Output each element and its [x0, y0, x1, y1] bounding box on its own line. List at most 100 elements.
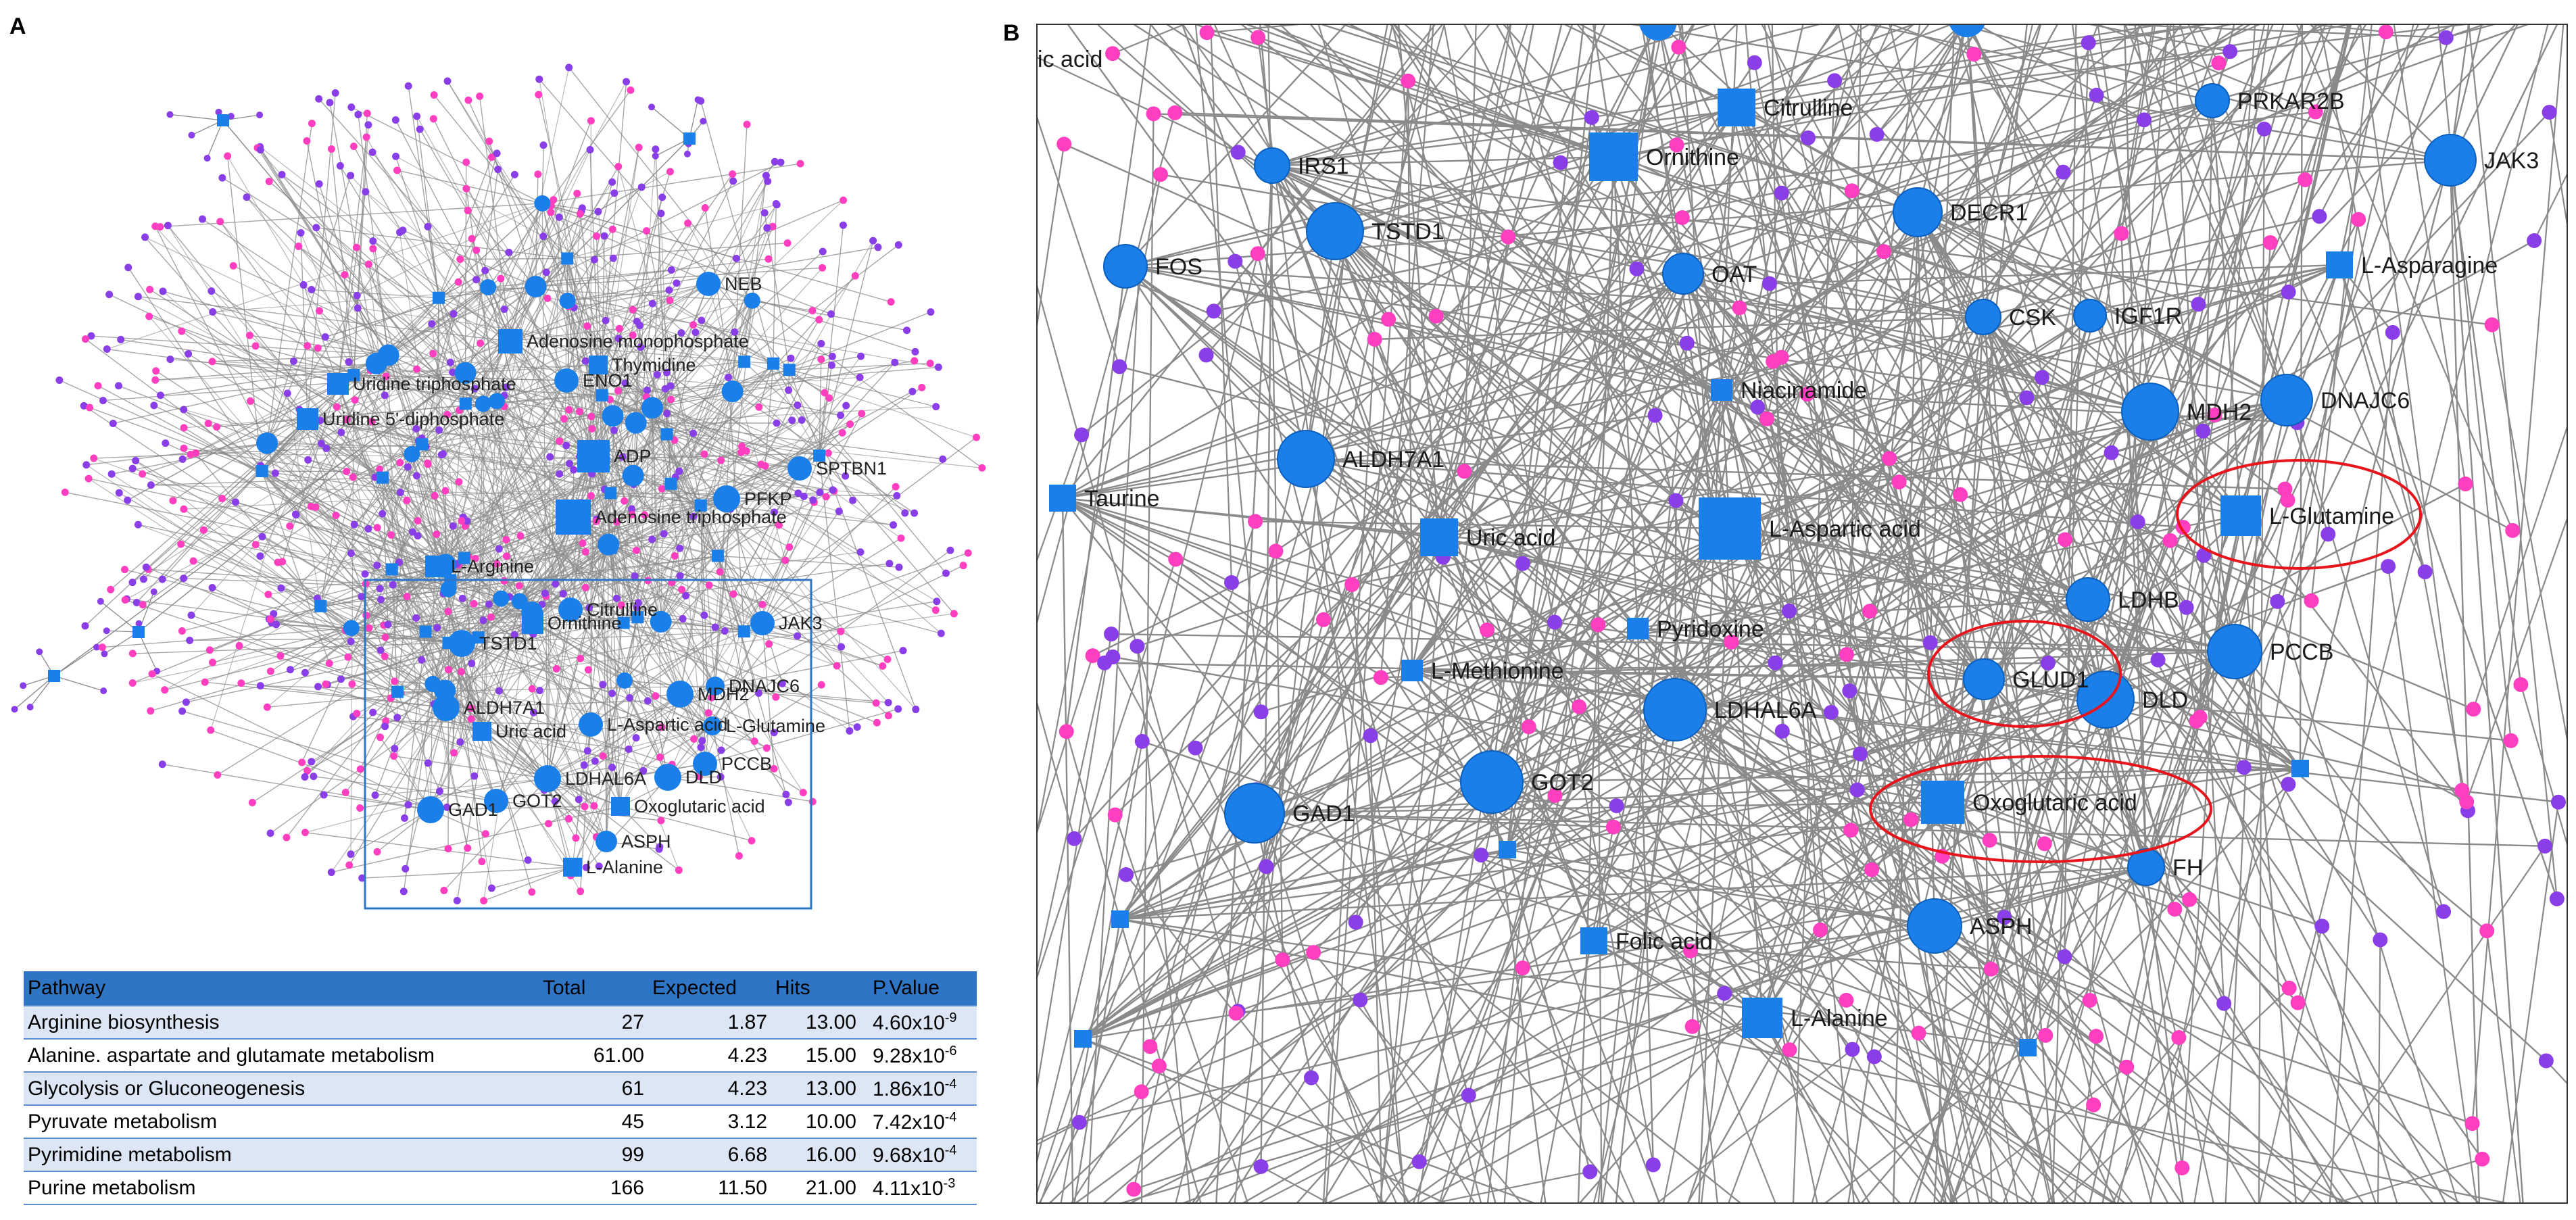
- node-decr1: [1893, 187, 1943, 237]
- gene-node: [1903, 812, 1919, 827]
- node-dnajc6: [706, 677, 725, 696]
- gene-node: [189, 557, 197, 565]
- gene-node: [788, 416, 796, 424]
- edge: [717, 555, 888, 660]
- gene-node: [114, 382, 122, 390]
- gene-node: [1849, 782, 1865, 798]
- gene-node: [26, 704, 34, 711]
- edge: [1983, 521, 2139, 680]
- gene-node: [316, 416, 324, 424]
- edge: [624, 631, 745, 681]
- gene-node: [617, 601, 625, 609]
- gene-node: [577, 654, 585, 662]
- gene-node: [449, 310, 458, 318]
- edge: [542, 203, 737, 260]
- node-aldh7a1: [1277, 430, 1335, 488]
- edge: [2030, 555, 2205, 1202]
- edge: [1092, 99, 2213, 657]
- gene-node: [884, 698, 892, 706]
- gene-node: [587, 492, 596, 500]
- gene-node: [2505, 522, 2521, 538]
- gene-node: [2034, 370, 2049, 385]
- edge: [669, 299, 774, 364]
- gene-node: [550, 196, 558, 204]
- edge: [266, 123, 313, 443]
- edge: [250, 400, 383, 479]
- edge: [182, 710, 497, 802]
- edge: [646, 230, 702, 506]
- label-l-alanine: L-Alanine: [1791, 1006, 1888, 1031]
- gene-node: [583, 322, 591, 330]
- gene-node: [424, 759, 432, 767]
- label-l-aspartic-acid: L-Aspartic acid: [607, 714, 728, 735]
- gene-node: [363, 109, 371, 118]
- gene-node: [198, 215, 206, 223]
- gene-node: [364, 121, 372, 129]
- gene-node: [794, 401, 802, 410]
- gene-node: [87, 332, 95, 340]
- label-got2: GOT2: [512, 791, 562, 811]
- gene-node: [347, 550, 355, 558]
- gene-node: [566, 460, 574, 468]
- highlight-oxoglutaric-acid: [1869, 755, 2212, 863]
- edge: [1038, 1091, 1142, 1142]
- gene-node: [387, 531, 395, 539]
- edge: [475, 388, 602, 396]
- gene-node: [203, 155, 211, 162]
- highlight-ellipses: [1869, 459, 2422, 863]
- edge: [416, 116, 567, 381]
- gene-node: [894, 705, 902, 713]
- edge: [744, 361, 977, 438]
- edge: [155, 370, 268, 444]
- gene-node: [737, 442, 746, 450]
- label-citrulline: Citrulline: [1764, 95, 1853, 121]
- edge: [1438, 537, 2305, 1202]
- edge: [606, 544, 609, 842]
- edge: [85, 339, 263, 472]
- edge: [481, 731, 579, 800]
- gene-node: [580, 761, 588, 769]
- edge: [621, 391, 733, 606]
- gene-node: [2304, 593, 2319, 608]
- edge: [1491, 410, 2151, 783]
- gene-node: [1547, 614, 1562, 630]
- gene-node: [109, 419, 117, 427]
- gene-node: [404, 82, 412, 90]
- gene-node: [783, 239, 792, 247]
- label-glud1: GLUD1: [2012, 667, 2089, 693]
- gene-node: [392, 152, 400, 160]
- gene-node: [627, 86, 635, 94]
- edge: [1918, 867, 2147, 1034]
- gene-node: [565, 406, 573, 414]
- edge: [280, 627, 352, 657]
- metabolite-node: [631, 611, 644, 624]
- gene-node: [431, 491, 439, 499]
- gene-node: [121, 596, 129, 604]
- edge: [1792, 80, 1836, 1202]
- edge: [1806, 212, 1919, 395]
- edge: [419, 128, 567, 381]
- table-header-row: Pathway Total Expected Hits P.Value: [24, 971, 977, 1006]
- gene-node: [141, 233, 149, 241]
- edge: [300, 233, 449, 590]
- node-igf1r: [2073, 299, 2107, 333]
- gene-node: [833, 662, 841, 670]
- gene-node: [345, 358, 353, 366]
- edge: [1434, 1171, 1590, 1202]
- gene-node: [487, 884, 495, 892]
- edge: [421, 444, 520, 602]
- gene-node: [652, 152, 659, 160]
- node-csk: [1965, 299, 2001, 335]
- edge: [356, 203, 543, 296]
- cell-pvalue: 9.68x10-4: [860, 1138, 977, 1171]
- edge: [2233, 651, 2398, 1202]
- gene-node: [1129, 639, 1145, 654]
- gene-node: [470, 600, 478, 608]
- edge: [636, 606, 744, 632]
- pvalue-mantissa: 7.42x10: [873, 1111, 945, 1133]
- gene-node: [879, 662, 887, 670]
- edge: [1119, 273, 1684, 920]
- node-pfkp: [713, 485, 740, 512]
- gene-node: [1373, 670, 1388, 685]
- label-pccb: PCCB: [2270, 639, 2333, 665]
